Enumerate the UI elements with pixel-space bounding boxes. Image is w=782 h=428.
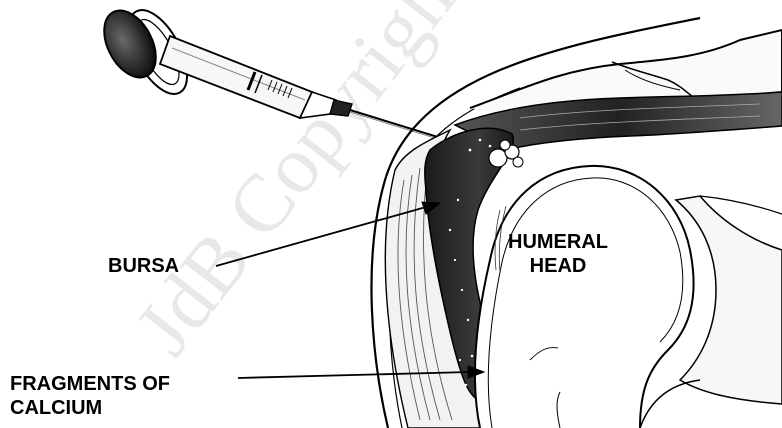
label-fragments-line2: CALCIUM [10,396,170,420]
label-humeral-line2: HEAD [508,254,608,278]
label-bursa: BURSA [108,254,179,278]
label-fragments-line1: FRAGMENTS OF [10,372,170,396]
shoulder-anatomy [371,18,782,428]
humeral-head [475,166,694,428]
label-fragments-of-calcium: FRAGMENTS OF CALCIUM [10,372,170,420]
label-humeral-head: HUMERAL HEAD [508,230,608,278]
label-humeral-line1: HUMERAL [508,230,608,254]
